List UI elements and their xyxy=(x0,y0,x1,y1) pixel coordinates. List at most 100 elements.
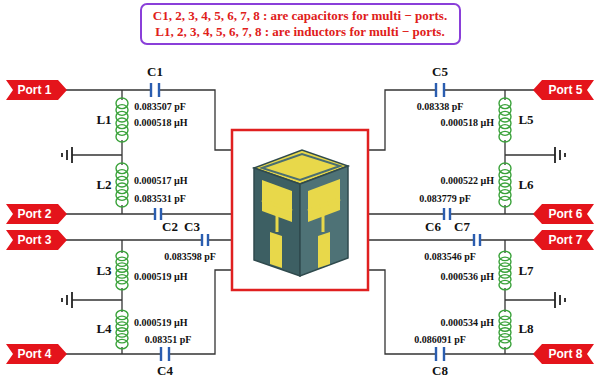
wire xyxy=(505,90,555,214)
inductor-symbol xyxy=(116,251,128,290)
capacitor-symbol xyxy=(436,83,444,97)
component-name: C6 xyxy=(425,219,441,235)
wire xyxy=(72,240,122,354)
capacitor-symbol xyxy=(161,347,169,361)
ground-symbol xyxy=(555,292,565,308)
ground-symbol xyxy=(62,292,72,308)
component-value: 0.000522 µH xyxy=(440,175,494,186)
component-value: 0.086091 pF xyxy=(414,334,466,345)
wire xyxy=(505,240,555,354)
component-name: L3 xyxy=(96,263,111,279)
component-name: L8 xyxy=(518,321,533,337)
component-name: C7 xyxy=(454,219,470,235)
wire xyxy=(368,270,560,354)
port-tag: Port 6 xyxy=(533,204,594,224)
component-name: C5 xyxy=(432,64,448,80)
antenna-frame xyxy=(232,130,368,290)
port-tag: Port 5 xyxy=(533,80,594,100)
wire xyxy=(368,239,560,240)
port-outline xyxy=(533,230,594,250)
port-label: Port 1 xyxy=(6,80,67,100)
capacitor-symbols xyxy=(151,83,480,361)
capacitor-symbol xyxy=(474,234,480,246)
component-name: C1 xyxy=(147,64,163,80)
component-value: 0.083598 pF xyxy=(164,251,216,262)
component-name: L4 xyxy=(96,321,111,337)
component-value: 0.000518 µH xyxy=(440,117,494,128)
capacitor-symbol xyxy=(155,208,161,220)
component-value: 0.000519 µH xyxy=(134,317,188,328)
port-label: Port 8 xyxy=(533,344,594,364)
component-name: C8 xyxy=(432,363,448,379)
component-value: 0.000519 µH xyxy=(134,271,188,282)
component-value: 0.08338 pF xyxy=(417,101,464,112)
inductor-symbol xyxy=(499,163,511,207)
component-value: 0.083531 pF xyxy=(134,193,186,204)
wire xyxy=(40,270,232,354)
capacitor-symbol xyxy=(444,208,450,220)
wire xyxy=(72,90,122,214)
port-tag: Port 7 xyxy=(533,230,594,250)
inductor-symbol xyxy=(499,98,511,142)
inductor-symbol xyxy=(116,163,128,207)
port-outline xyxy=(533,344,594,364)
coil-turn xyxy=(499,280,511,289)
legend-text: C1, 2, 3, 4, 5, 6, 7, 8 : are capacitors… xyxy=(152,8,449,24)
port-tag: Port 8 xyxy=(533,344,594,364)
component-name: L5 xyxy=(518,112,533,128)
port-label: Port 5 xyxy=(533,80,594,100)
port-label: Port 2 xyxy=(6,204,67,224)
port-outline xyxy=(6,344,67,364)
port-outline xyxy=(6,80,67,100)
ground-symbol xyxy=(555,147,565,163)
wires xyxy=(40,90,560,354)
inductor-symbols xyxy=(116,98,511,349)
component-name: C2 xyxy=(162,219,178,235)
port-tag: Port 1 xyxy=(6,80,67,100)
inductor-symbol xyxy=(499,310,511,349)
capacitor-symbol xyxy=(151,83,159,97)
coil-turn xyxy=(499,196,511,207)
coil-turn xyxy=(116,131,128,142)
component-value: 0.083546 pF xyxy=(424,251,476,262)
component-name: L6 xyxy=(518,177,533,193)
feed-lines xyxy=(262,199,340,232)
port-outline xyxy=(533,80,594,100)
component-value: 0.083507 pF xyxy=(134,101,186,112)
legend-box: C1, 2, 3, 4, 5, 6, 7, 8 : are capacitors… xyxy=(140,3,461,45)
component-name: C3 xyxy=(184,219,200,235)
ground-symbol xyxy=(62,147,72,163)
component-name: L1 xyxy=(96,112,111,128)
inductor-symbol xyxy=(116,310,128,349)
port-outline xyxy=(6,230,67,250)
component-value: 0.000534 µH xyxy=(440,317,494,328)
port-label: Port 7 xyxy=(533,230,594,250)
capacitor-symbol xyxy=(202,234,208,246)
port-outline xyxy=(533,204,594,224)
component-value: 0.083779 pF xyxy=(419,193,471,204)
left-feed xyxy=(270,232,282,268)
wire xyxy=(368,213,560,214)
wire xyxy=(40,90,232,150)
wire xyxy=(40,213,232,214)
component-name: L7 xyxy=(518,263,533,279)
antenna-illustration xyxy=(232,130,368,290)
port-tag: Port 4 xyxy=(6,344,67,364)
inductor-symbol xyxy=(499,251,511,290)
port-tag: Port 2 xyxy=(6,204,67,224)
coil-turn xyxy=(499,131,511,142)
port-tag: Port 3 xyxy=(6,230,67,250)
port-label: Port 3 xyxy=(6,230,67,250)
port-label: Port 6 xyxy=(533,204,594,224)
coil-turn xyxy=(116,280,128,289)
coil-turn xyxy=(499,339,511,348)
component-value: 0.000518 µH xyxy=(134,117,188,128)
component-name: C4 xyxy=(157,363,173,379)
port-outline xyxy=(6,204,67,224)
component-value: 0.08351 pF xyxy=(145,334,192,345)
legend-text: L1, 2, 3, 4, 5, 6, 7, 8 : are inductors … xyxy=(152,24,449,40)
wire xyxy=(368,90,560,150)
